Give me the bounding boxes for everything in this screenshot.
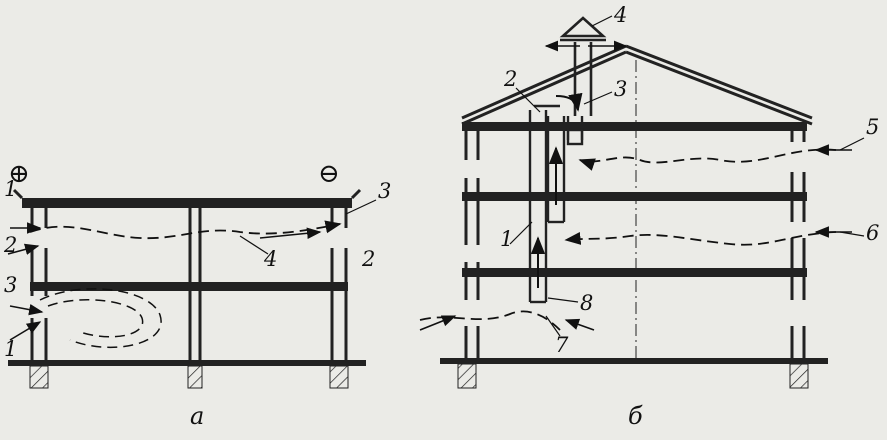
slabs-b <box>462 122 807 277</box>
label-a-4: 4 <box>263 247 277 271</box>
airflow-loop-a-inner <box>47 299 144 338</box>
airflow-b-middle <box>564 231 837 246</box>
leader-b-6 <box>839 231 865 237</box>
airflow-arrow-a2 <box>7 243 40 255</box>
roof-b <box>461 44 813 126</box>
subfigure-b: 4 2 3 5 6 1 8 7 б <box>419 3 879 430</box>
label-a-1-top: 1 <box>4 177 17 201</box>
label-a-3-right: 3 <box>378 179 391 203</box>
ground-b <box>440 358 828 389</box>
label-a-2-right: 2 <box>361 247 375 271</box>
label-b-5: 5 <box>866 115 879 139</box>
label-b-4: 4 <box>613 3 627 27</box>
leader-b-2 <box>515 87 541 113</box>
airflow-line-a-upper <box>29 220 342 240</box>
airflow-loop-a <box>39 288 162 349</box>
label-b-8: 8 <box>580 291 593 315</box>
pressure-minus-sign: ⊖ <box>318 159 340 189</box>
label-b-1: 1 <box>500 227 513 251</box>
leader-b-5 <box>839 137 865 151</box>
leader-a-4 <box>239 235 269 255</box>
wind-arrow-left-low-1 <box>419 315 457 331</box>
leader-b-3 <box>583 91 613 105</box>
airflow-arrow-a4 <box>9 321 42 341</box>
shaft-b <box>528 110 584 304</box>
subfigure-a: ⊕ ⊖ 1 2 3 1 3 4 2 а <box>3 159 391 430</box>
duct-flow-bend <box>555 92 583 112</box>
label-b-6: 6 <box>866 221 879 245</box>
label-b-3: 3 <box>614 77 627 101</box>
ground-a <box>8 360 366 389</box>
airflow-b-lower <box>419 310 561 331</box>
caption-b: б <box>628 402 643 430</box>
label-b-2: 2 <box>503 67 517 91</box>
pressure-plus-sign: ⊕ <box>8 159 30 189</box>
leader-b-1 <box>509 221 533 245</box>
leader-b-7 <box>545 315 561 337</box>
leader-a-3 <box>345 199 377 215</box>
label-a-3-left: 3 <box>4 273 17 297</box>
slabs-a <box>22 198 352 291</box>
eave-a <box>12 188 362 200</box>
roof-duct-b <box>534 16 607 116</box>
wind-arrow-left-low-2 <box>564 318 595 331</box>
walls-b <box>464 131 806 362</box>
label-a-2-left: 2 <box>3 233 17 257</box>
leader-b-4 <box>591 15 613 27</box>
airflow-arrow-a5 <box>259 227 322 240</box>
caption-a: а <box>190 402 204 430</box>
airflow-b-upper <box>578 148 837 171</box>
leader-b-8 <box>547 297 579 303</box>
airflow-arrow-a3 <box>9 303 44 316</box>
label-a-1-bottom: 1 <box>4 337 17 361</box>
label-b-7: 7 <box>555 333 569 357</box>
